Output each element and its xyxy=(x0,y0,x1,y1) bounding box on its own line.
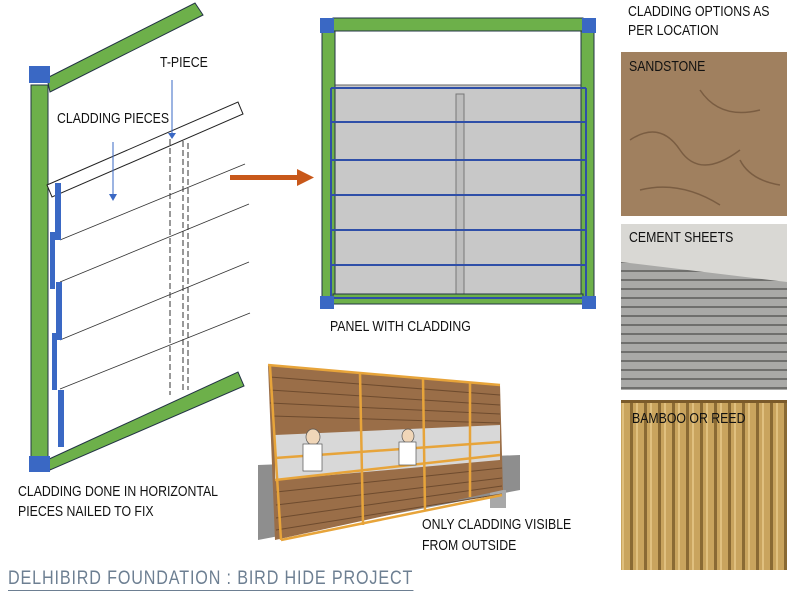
cladding-pieces-label: CLADDING PIECES xyxy=(57,110,170,127)
cladding-lines xyxy=(59,163,251,390)
bottom-beam xyxy=(46,371,245,471)
panel-with-cladding-diagram xyxy=(320,17,596,309)
bamboo-swatch xyxy=(621,400,787,570)
exploded-frame-diagram xyxy=(29,2,251,472)
top-beam xyxy=(46,2,204,93)
sandstone-label: SANDSTONE xyxy=(629,58,706,75)
bird-hide-render xyxy=(258,363,520,542)
options-title-line1: CLADDING OPTIONS AS xyxy=(628,3,770,20)
cement-sheets-label: CEMENT SHEETS xyxy=(629,229,734,246)
cladding-rails xyxy=(330,87,587,299)
arrow-icon xyxy=(230,169,314,186)
cladding-piece-outline xyxy=(46,101,244,198)
vertical-post xyxy=(30,84,49,458)
birdwatcher-figures xyxy=(302,428,417,472)
cladding-done-line1: CLADDING DONE IN HORIZONTAL xyxy=(18,483,219,500)
t-piece-dashed xyxy=(169,139,189,395)
panel-with-cladding-label: PANEL WITH CLADDING xyxy=(330,318,471,335)
wood-planks xyxy=(269,376,503,531)
t-piece-label: T-PIECE xyxy=(160,54,208,71)
cladding-done-line2: PIECES NAILED TO FIX xyxy=(18,503,154,520)
nail-tabs xyxy=(50,183,64,447)
options-title-line2: PER LOCATION xyxy=(628,22,719,39)
bamboo-label: BAMBOO OR REED xyxy=(632,410,746,427)
sandstone-swatch xyxy=(621,52,787,216)
only-cladding-visible-line2: FROM OUTSIDE xyxy=(422,537,517,554)
bottom-joint-block xyxy=(29,456,50,472)
top-joint-block xyxy=(29,66,50,83)
only-cladding-visible-line1: ONLY CLADDING VISIBLE xyxy=(422,516,572,533)
footer-title: DELHIBIRD FOUNDATION : BIRD HIDE PROJECT xyxy=(8,568,414,591)
